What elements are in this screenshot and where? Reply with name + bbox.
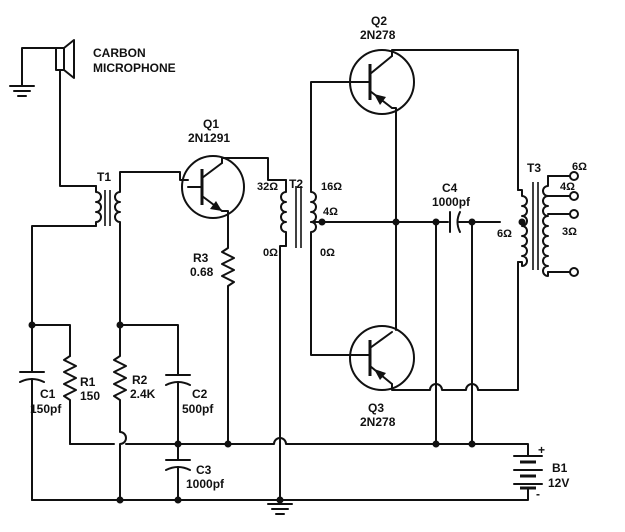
c1-name: C1 (40, 387, 56, 401)
q1-name: Q1 (203, 117, 219, 131)
t2-tap-0-left: 0Ω (263, 247, 278, 259)
t3-taps (547, 171, 579, 277)
c2-name: C2 (192, 387, 208, 401)
ground-symbol-main (267, 503, 293, 515)
resistor-r2 (113, 324, 127, 501)
ground-symbol-mic (9, 85, 35, 97)
mic-label-line2: MICROPHONE (93, 61, 176, 75)
capacitor-c2 (165, 374, 191, 445)
t2-tap-0-right: 0Ω (320, 247, 335, 259)
t3-tap-3: 3Ω (562, 226, 577, 238)
c1-value: 150pf (30, 402, 62, 416)
t3-tap-4: 4Ω (560, 181, 575, 193)
r3-name: R3 (193, 251, 209, 265)
r1-name: R1 (80, 375, 96, 389)
b1-value: 12V (548, 476, 569, 490)
resistor-r1 (63, 355, 77, 445)
q1-part: 2N1291 (188, 131, 230, 145)
q2-name: Q2 (371, 14, 387, 28)
transistor-q3 (349, 325, 415, 391)
t2-tap-4: 4Ω (323, 206, 338, 218)
carbon-microphone (21, 39, 97, 187)
transformer-t2 (280, 179, 317, 248)
t2-tap-32: 32Ω (257, 181, 278, 193)
q3-name: Q3 (368, 401, 384, 415)
transformer-t3 (517, 175, 549, 277)
t3-label: T3 (527, 161, 541, 175)
q2-part: 2N278 (360, 28, 396, 42)
resistor-r3 (221, 239, 235, 445)
b1-name: B1 (552, 461, 568, 475)
mic-label-line1: CARBON (93, 46, 146, 60)
b1-minus: - (536, 487, 540, 501)
r2-name: R2 (132, 373, 148, 387)
b1-plus: + (538, 443, 545, 457)
c4-value: 1000pf (432, 195, 471, 209)
t2-label: T2 (289, 177, 303, 191)
r3-value: 0.68 (190, 265, 214, 279)
c3-name: C3 (196, 463, 212, 477)
t3-tap-6: 6Ω (572, 161, 587, 173)
r2-value: 2.4K (130, 387, 156, 401)
battery-b1 (513, 455, 543, 490)
capacitor-c1 (19, 324, 45, 501)
c2-value: 500pf (182, 402, 214, 416)
transformer-t1 (95, 185, 121, 227)
q3-part: 2N278 (360, 415, 396, 429)
transistor-q1 (181, 155, 245, 219)
t1-label: T1 (97, 170, 111, 184)
t2-tap-16: 16Ω (321, 181, 342, 193)
c3-value: 1000pf (186, 477, 225, 491)
r1-value: 150 (80, 389, 100, 403)
t3-primary-6: 6Ω (497, 228, 512, 240)
capacitor-c3 (165, 443, 191, 501)
capacitor-c4 (449, 211, 501, 233)
c4-name: C4 (442, 181, 458, 195)
transistor-q2 (349, 49, 415, 115)
